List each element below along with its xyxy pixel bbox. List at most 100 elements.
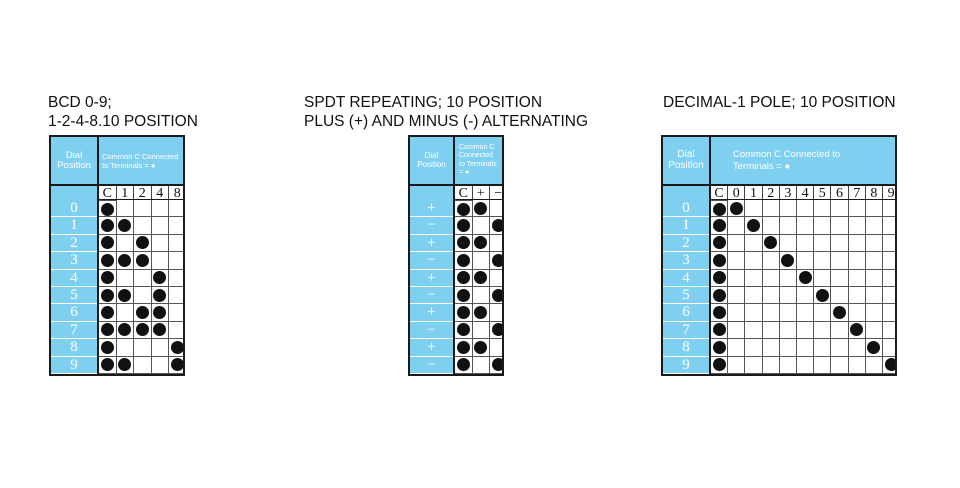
- grid-cell: [831, 356, 849, 374]
- grid-cell: [762, 304, 780, 322]
- grid-cell: [472, 269, 490, 287]
- connection-dot: [100, 358, 114, 372]
- common-connected-header-line: to Terminals: [459, 160, 497, 168]
- column-header-separator: [99, 199, 183, 200]
- connection-dot: [100, 236, 114, 250]
- grid-cell: [848, 287, 866, 305]
- grid-cell: [116, 269, 134, 287]
- grid-cell: [151, 287, 169, 305]
- grid-cell: [99, 304, 117, 322]
- grid-cell: [116, 339, 134, 357]
- grid-cell: [883, 304, 895, 322]
- grid-cell: [831, 234, 849, 253]
- dial-position-label: 6: [51, 304, 97, 322]
- grid-cell: [745, 252, 763, 270]
- common-connected-header-line: Common C Connected: [102, 151, 179, 161]
- grid-cell: [116, 287, 134, 305]
- grid-cell: [711, 269, 729, 287]
- grid-cell: [169, 270, 183, 287]
- connection-dot: [135, 306, 149, 320]
- grid-cell: [151, 339, 169, 357]
- grid-cell: [848, 234, 866, 253]
- grid-cell: [490, 322, 502, 340]
- dial-position-label: −: [410, 252, 453, 270]
- grid-cell: [779, 217, 797, 235]
- grid-cell: [779, 200, 797, 218]
- terminal-column-label: 9: [883, 186, 895, 201]
- connection-dot: [832, 306, 846, 320]
- connection-dot: [474, 236, 488, 250]
- dial-position-label: 4: [51, 269, 97, 287]
- panel-title-line: SPDT REPEATING; 10 POSITION: [304, 94, 543, 111]
- terminal-column-label: C: [455, 186, 473, 201]
- dial-position-label: 7: [51, 321, 97, 340]
- connection-dot: [456, 271, 470, 285]
- grid-cell: [814, 287, 832, 305]
- row-label-header-blank: [663, 186, 709, 201]
- grid-cell: [490, 200, 502, 218]
- grid-cell: [745, 269, 763, 287]
- terminal-column-label: C: [711, 186, 729, 201]
- connection-dot: [798, 271, 812, 285]
- terminal-column-label: 5: [814, 186, 832, 201]
- panel-title-bcd: BCD 0-9;1-2-4-8.10 POSITION: [48, 93, 198, 131]
- connection-dot: [712, 271, 726, 285]
- connection-dot: [100, 271, 114, 285]
- terminal-column-label: −: [490, 186, 502, 201]
- terminal-column-label: 2: [763, 186, 780, 201]
- grid-cell: [169, 200, 183, 218]
- grid-cell: [814, 217, 832, 235]
- connection-dot: [712, 253, 726, 267]
- grid-cell: [865, 269, 883, 287]
- label-grid-separator: [709, 137, 711, 374]
- panel-title-line: 1-2-4-8.10 POSITION: [48, 113, 198, 130]
- dial-position-header-line: Dial: [677, 149, 695, 160]
- dial-position-label: 8: [51, 339, 97, 357]
- grid-cell: [728, 321, 746, 340]
- connection-dot: [867, 340, 881, 354]
- column-header-separator: [711, 199, 895, 200]
- grid-cell: [831, 252, 849, 270]
- terminal-column-label: 2: [134, 186, 152, 201]
- label-grid-separator: [453, 137, 455, 374]
- common-connected-header-line: Common C: [459, 143, 495, 151]
- grid-cell: [848, 200, 866, 218]
- dial-position-label: 0: [663, 200, 709, 218]
- grid-cell: [472, 339, 490, 357]
- grid-cell: [797, 287, 815, 305]
- grid-cell: [728, 217, 746, 235]
- grid-cell: [762, 321, 780, 340]
- grid-cell: [728, 200, 746, 218]
- terminal-column-label: 8: [866, 186, 883, 201]
- dial-position-label: 2: [663, 234, 709, 253]
- grid-cell: [455, 304, 473, 322]
- grid-cell: [134, 356, 152, 374]
- connection-dot: [474, 306, 488, 320]
- grid-cell: [779, 356, 797, 374]
- dial-position-label: 6: [663, 304, 709, 322]
- connection-dot: [118, 323, 132, 337]
- connection-dot: [100, 219, 114, 233]
- connection-dot: [712, 202, 726, 216]
- panel-title-line: DECIMAL-1 POLE; 10 POSITION: [663, 94, 896, 111]
- grid-cell: [711, 339, 729, 357]
- grid-cell: [797, 200, 815, 218]
- grid-cell: [99, 200, 117, 218]
- connection-dot: [491, 219, 502, 233]
- grid-cell: [762, 200, 780, 218]
- grid-cell: [472, 234, 490, 253]
- grid-cell: [99, 287, 117, 305]
- grid-cell: [472, 217, 490, 235]
- dial-position-label: 0: [51, 200, 97, 218]
- dial-position-label: −: [410, 321, 453, 340]
- grid-cell: [116, 356, 134, 374]
- panel-title-decimal: DECIMAL-1 POLE; 10 POSITION: [663, 93, 896, 112]
- grid-cell: [848, 269, 866, 287]
- connection-dot: [153, 323, 167, 337]
- terminal-column-label: 7: [849, 186, 866, 201]
- grid-cell: [116, 252, 134, 270]
